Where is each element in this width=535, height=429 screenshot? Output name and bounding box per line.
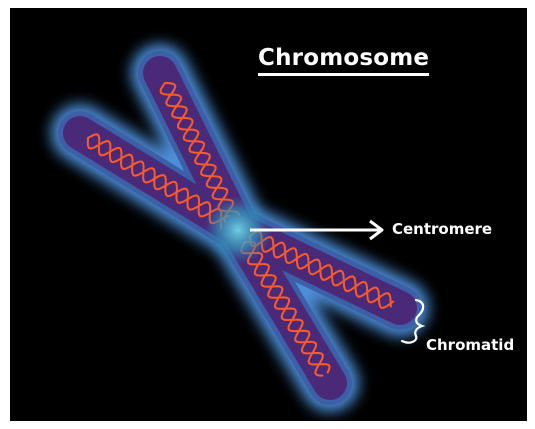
centromere-label: Centromere bbox=[392, 220, 492, 238]
chromatid-label: Chromatid bbox=[426, 336, 514, 354]
diagram-title: Chromosome bbox=[258, 44, 429, 76]
diagram-panel: Chromosome Centromere Chromatid bbox=[10, 8, 527, 421]
